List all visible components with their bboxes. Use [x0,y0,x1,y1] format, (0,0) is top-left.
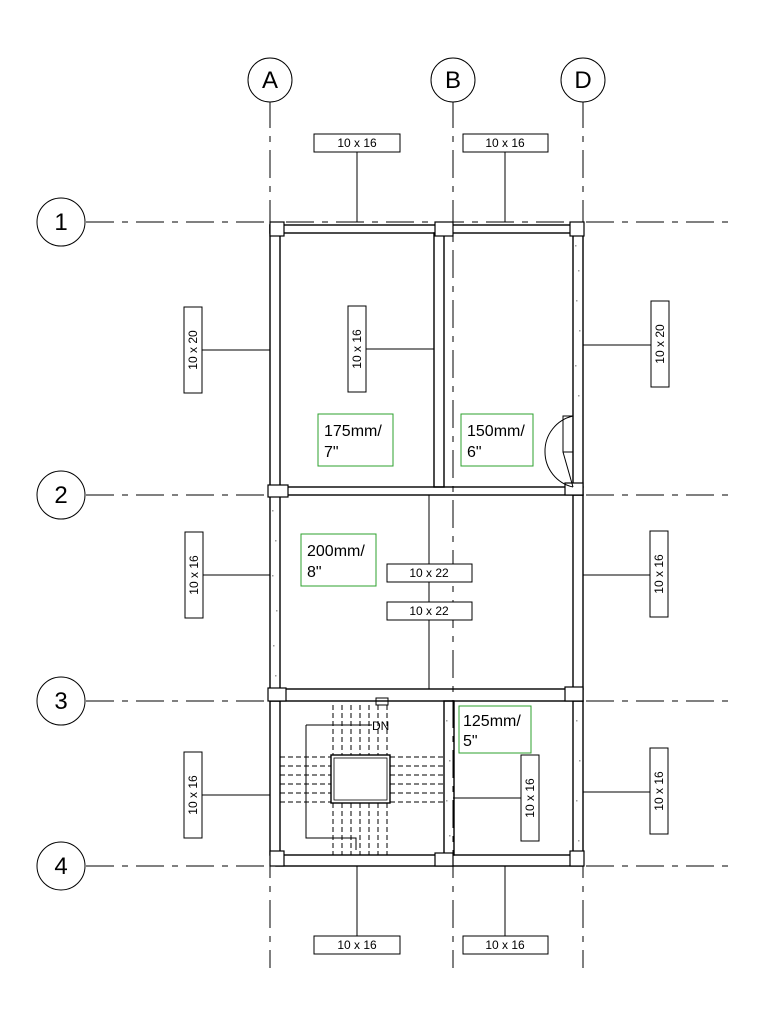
svg-text:150mm/: 150mm/ [467,423,525,440]
svg-text:8": 8" [307,564,322,581]
svg-text:10 x 16: 10 x 16 [652,554,666,594]
svg-text:10 x 16: 10 x 16 [337,938,377,952]
grid-bubble-a: A [247,57,293,103]
beam-col-d-mid [572,494,584,690]
grid-label-d: D [574,67,591,94]
column-b1 [434,221,454,237]
beam-row-3 [269,688,584,702]
column-d1 [569,221,585,237]
grid-label-b: B [445,67,461,94]
beam-tag-bottom-ab: 10 x 16 [313,935,401,955]
column-a2 [267,484,289,498]
grid-bubble-3: 3 [36,676,86,726]
tag-leaders [201,152,651,936]
svg-text:10 x 20: 10 x 20 [653,324,667,364]
beam-tag-mid-34: 10 x 16 [520,754,540,842]
grid-label-1: 1 [54,209,67,236]
beam-tag-left-12: 10 x 20 [183,306,203,394]
column-d2 [564,482,584,496]
slab-tag-s4: 125mm/ 5" [458,705,532,754]
grid-bubble-2: 2 [36,470,86,520]
svg-text:125mm/: 125mm/ [463,713,521,730]
svg-text:10 x 22: 10 x 22 [409,566,449,580]
svg-text:6": 6" [467,444,482,461]
column-a1 [269,221,285,237]
beam-col-a-lower [269,700,281,856]
beam-tag-center-upper-23: 10 x 22 [386,563,473,583]
beam-tag-mid-12: 10 x 16 [347,305,367,393]
grid-label-3: 3 [54,688,67,715]
column-a4 [269,850,285,867]
grid-bubble-1: 1 [36,197,86,247]
beam-tag-right-12: 10 x 20 [650,300,670,388]
grid-label-2: 2 [54,482,67,509]
svg-text:10 x 16: 10 x 16 [186,775,200,815]
beam-tag-top-bd: 10 x 16 [462,133,549,153]
grid-bubble-b: B [430,57,476,103]
slab-tag-s2: 150mm/ 6" [460,413,534,467]
beam-row-2 [269,486,584,496]
slab-tag-s3: 200mm/ 8" [300,533,377,587]
stair [280,697,444,855]
beam-tag-right-23: 10 x 16 [649,530,669,618]
svg-text:200mm/: 200mm/ [307,543,365,560]
beam-tag-top-ab: 10 x 16 [313,133,401,153]
stair-dn-label: DN [372,719,389,733]
svg-text:10 x 16: 10 x 16 [337,136,377,150]
beam-tag-left-34: 10 x 16 [183,751,203,839]
beam-tag-right-34: 10 x 16 [649,747,669,835]
svg-text:10 x 16: 10 x 16 [485,938,525,952]
beam-col-a-upper [269,224,281,488]
beam-tag-left-23: 10 x 16 [184,531,204,619]
slab-tag-s1: 175mm/ 7" [317,413,394,467]
svg-text:7": 7" [324,444,339,461]
svg-text:10 x 16: 10 x 16 [485,136,525,150]
column-d3 [564,686,584,702]
grid-bubble-d: D [560,57,606,103]
grid-lines [86,100,735,968]
beam-tag-bottom-bd: 10 x 16 [462,935,549,955]
beam-col-d-lower [572,700,584,856]
svg-text:5": 5" [463,733,478,750]
svg-text:10 x 22: 10 x 22 [409,604,449,618]
grid-label-4: 4 [54,853,67,880]
column-b4 [434,852,454,867]
beam-col-a-mid [269,494,281,690]
svg-text:175mm/: 175mm/ [324,423,382,440]
svg-text:10 x 16: 10 x 16 [652,771,666,811]
beam-col-b-upper [433,232,445,488]
column-a3 [267,687,287,702]
stair-well [330,754,391,804]
grid-bubble-4: 4 [36,841,86,891]
columns [267,221,585,867]
wall-hatching [272,245,581,842]
svg-text:10 x 20: 10 x 20 [186,330,200,370]
beam-tag-center-lower-23: 10 x 22 [386,601,473,621]
svg-text:10 x 16: 10 x 16 [187,555,201,595]
svg-text:10 x 16: 10 x 16 [350,329,364,369]
door [544,415,574,488]
column-d4 [569,850,585,867]
grid-label-a: A [262,67,278,94]
beam-row-4 [275,854,584,867]
svg-text:10 x 16: 10 x 16 [523,778,537,818]
beam-row-1 [269,224,584,234]
